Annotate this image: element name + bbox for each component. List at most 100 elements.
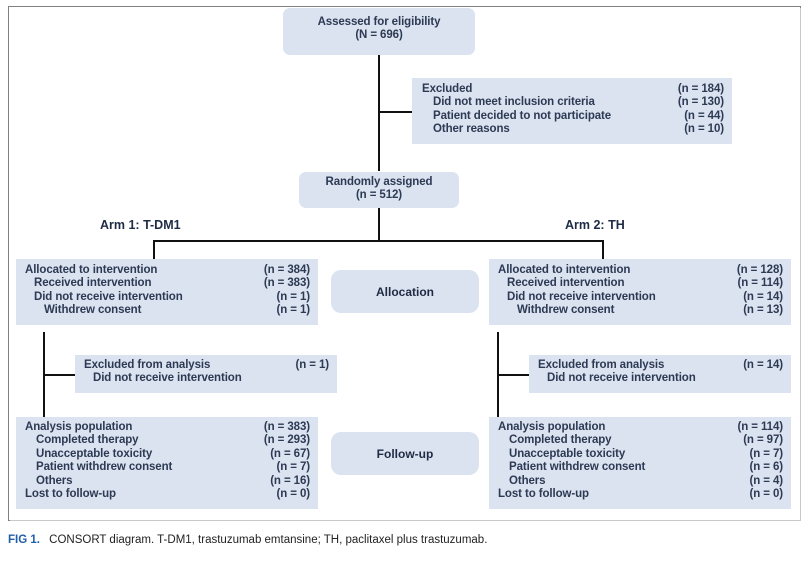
excluded-analysis-row-label: Excluded from analysis	[538, 359, 665, 371]
stage-label-followup: Follow-up	[331, 432, 479, 475]
allocation-row: Withdrew consent (n = 13)	[498, 304, 783, 317]
followup-row-label: Lost to follow-up	[498, 488, 589, 501]
excluded-analysis-row-count: (n = 14)	[743, 359, 783, 371]
allocation-row-count: (n = 14)	[743, 290, 783, 303]
allocation-row-count: (n = 383)	[263, 277, 310, 290]
stage-label-followup-text: Follow-up	[376, 446, 434, 461]
followup-row: Completed therapy (n = 97)	[498, 434, 783, 447]
followup-row-count: (n = 0)	[749, 488, 784, 501]
randomly-assigned-box: Randomly assigned (n = 512)	[299, 172, 459, 208]
excluded-row: Excluded (n = 184)	[422, 83, 724, 96]
followup-row-count: (n = 114)	[737, 421, 784, 433]
followup-row: Others (n = 16)	[25, 475, 310, 488]
allocation-row-label: Allocated to intervention	[498, 264, 631, 276]
followup-row-label: Patient withdrew consent	[509, 461, 646, 474]
excluded-row-label: Other reasons	[433, 123, 510, 136]
allocation-row: Did not receive intervention (n = 1)	[25, 291, 310, 304]
arm-1-heading: Arm 1: T-DM1	[100, 218, 181, 232]
followup-row: Unacceptable toxicity (n = 7)	[498, 448, 783, 461]
followup-row: Others (n = 4)	[498, 475, 783, 488]
stage-label-allocation: Allocation	[331, 270, 479, 313]
excluded-row-count: (n = 10)	[684, 123, 724, 136]
connector-assessed-to-randomized	[378, 55, 380, 171]
excluded-analysis-row: Excluded from analysis (n = 1)	[84, 359, 329, 372]
followup-row-label: Lost to follow-up	[25, 488, 116, 501]
allocation-row-label: Did not receive intervention	[507, 290, 656, 303]
excluded-analysis-row-count: (n = 1)	[295, 359, 330, 371]
allocation-row-label: Withdrew consent	[44, 304, 142, 317]
followup-row-count: (n = 16)	[270, 474, 310, 487]
excluded-row-label: Patient decided to not participate	[433, 109, 612, 122]
allocation-row-label: Allocated to intervention	[25, 264, 158, 276]
followup-row-label: Completed therapy	[509, 434, 612, 447]
connector-to-excluded-box	[378, 111, 412, 113]
excluded-analysis-row: Did not receive intervention	[84, 372, 329, 385]
allocation-row-count: (n = 1)	[276, 290, 311, 303]
excluded-row-count: (n = 184)	[677, 83, 724, 95]
followup-row-count: (n = 383)	[263, 421, 310, 433]
stage-label-allocation-text: Allocation	[375, 284, 434, 299]
right-followup-box: Analysis population (n = 114) Completed …	[489, 417, 791, 509]
arm-2-heading: Arm 2: TH	[565, 218, 625, 232]
allocation-row: Withdrew consent (n = 1)	[25, 304, 310, 317]
excluded-row-label: Did not meet inclusion criteria	[433, 96, 595, 109]
excluded-row: Did not meet inclusion criteria (n = 130…	[422, 96, 724, 109]
followup-row: Lost to follow-up (n = 0)	[498, 488, 783, 501]
allocation-row-label: Did not receive intervention	[34, 290, 183, 303]
connector-split-to-left-arm	[153, 240, 155, 260]
followup-row-label: Analysis population	[25, 421, 133, 433]
allocation-row-count: (n = 1)	[276, 304, 311, 317]
allocation-row-label: Received intervention	[507, 277, 625, 290]
followup-row-label: Others	[36, 474, 73, 487]
randomized-count: (n = 512)	[355, 189, 403, 202]
followup-row-count: (n = 67)	[270, 447, 310, 460]
figure-caption: FIG 1. CONSORT diagram. T-DM1, trastuzum…	[8, 534, 487, 546]
allocation-row: Received intervention (n = 114)	[498, 277, 783, 290]
allocation-row-label: Received intervention	[34, 277, 152, 290]
left-allocation-box: Allocated to intervention (n = 384) Rece…	[16, 259, 318, 325]
followup-row-count: (n = 7)	[749, 447, 784, 460]
followup-row-label: Unacceptable toxicity	[509, 447, 626, 460]
connector-left-to-excluded-analysis	[43, 374, 75, 376]
excluded-analysis-row-label: Did not receive intervention	[547, 372, 696, 385]
followup-row-count: (n = 7)	[276, 461, 311, 474]
followup-row: Patient withdrew consent (n = 6)	[498, 461, 783, 474]
figure-caption-tag: FIG 1.	[8, 534, 40, 546]
right-allocation-box: Allocated to intervention (n = 128) Rece…	[489, 259, 791, 325]
connector-split-to-right-arm	[602, 240, 604, 260]
assessed-title: Assessed for eligibility	[317, 16, 441, 28]
followup-row: Lost to follow-up (n = 0)	[25, 488, 310, 501]
allocation-row-count: (n = 128)	[736, 264, 783, 276]
randomized-title: Randomly assigned	[325, 176, 433, 188]
allocation-row-count: (n = 114)	[737, 277, 784, 290]
followup-row-label: Analysis population	[498, 421, 606, 433]
connector-randomized-down	[378, 207, 380, 240]
followup-row-count: (n = 4)	[749, 474, 784, 487]
right-excluded-from-analysis-box: Excluded from analysis (n = 14) Did not …	[529, 355, 791, 393]
followup-row-label: Unacceptable toxicity	[36, 447, 153, 460]
excluded-row: Other reasons (n = 10)	[422, 123, 724, 136]
followup-row: Analysis population (n = 114)	[498, 421, 783, 434]
excluded-analysis-row-label: Did not receive intervention	[93, 372, 242, 385]
excluded-row: Patient decided to not participate (n = …	[422, 110, 724, 123]
allocation-row-label: Withdrew consent	[517, 304, 615, 317]
excluded-row-label: Excluded	[422, 83, 473, 95]
followup-row: Analysis population (n = 383)	[25, 421, 310, 434]
followup-row: Patient withdrew consent (n = 7)	[25, 461, 310, 474]
figure-caption-text: CONSORT diagram. T-DM1, trastuzumab emta…	[49, 534, 488, 546]
excluded-row-count: (n = 44)	[684, 109, 724, 122]
left-excluded-from-analysis-box: Excluded from analysis (n = 1) Did not r…	[75, 355, 337, 393]
excluded-analysis-row: Did not receive intervention	[538, 372, 783, 385]
allocation-row: Did not receive intervention (n = 14)	[498, 291, 783, 304]
followup-row: Unacceptable toxicity (n = 67)	[25, 448, 310, 461]
connector-right-to-excluded-analysis	[497, 374, 529, 376]
excluded-box: Excluded (n = 184) Did not meet inclusio…	[412, 78, 732, 144]
followup-row-count: (n = 97)	[743, 434, 783, 447]
followup-row-count: (n = 6)	[749, 461, 784, 474]
connector-split-bar	[153, 240, 604, 242]
allocation-row-count: (n = 13)	[743, 304, 783, 317]
allocation-row: Allocated to intervention (n = 128)	[498, 264, 783, 277]
excluded-analysis-row: Excluded from analysis (n = 14)	[538, 359, 783, 372]
allocation-row: Allocated to intervention (n = 384)	[25, 264, 310, 277]
